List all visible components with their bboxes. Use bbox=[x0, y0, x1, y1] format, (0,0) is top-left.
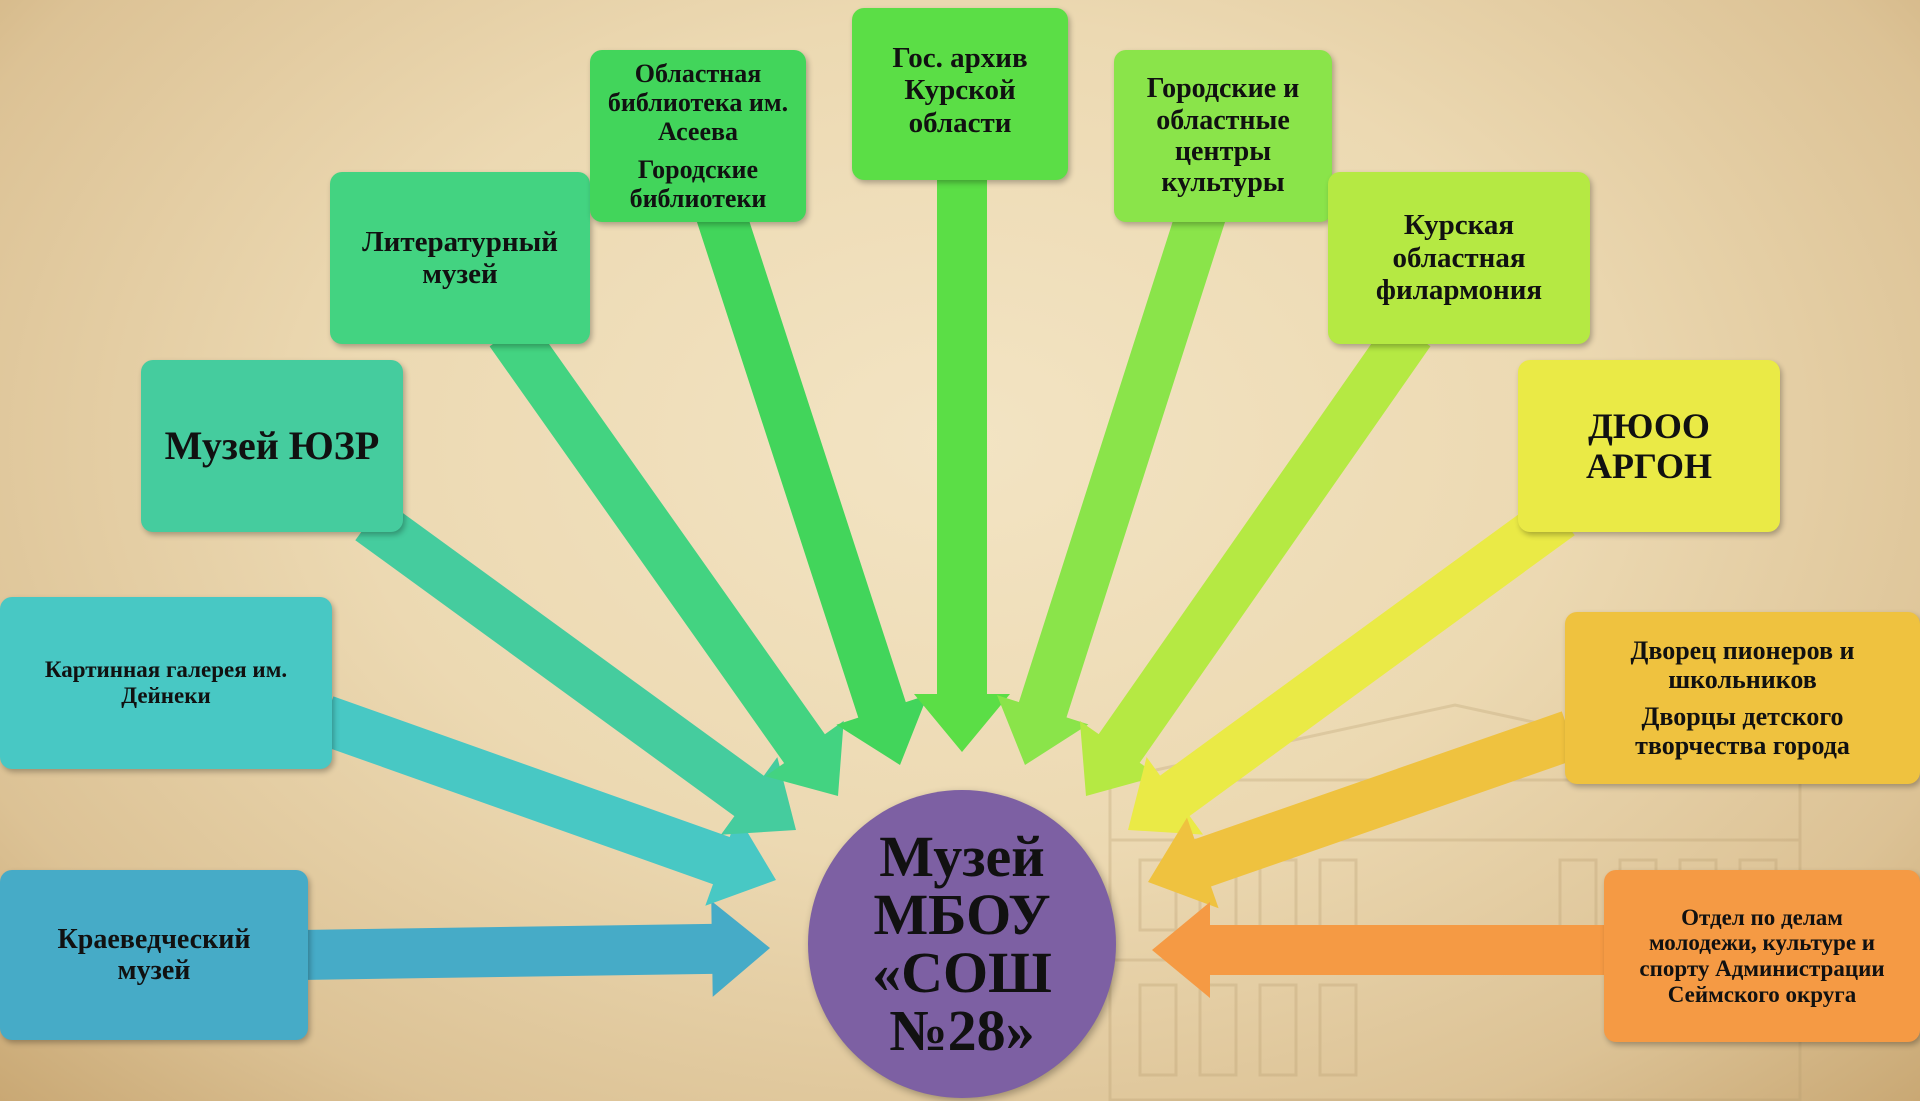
node-line: спорту Администрации bbox=[1639, 956, 1885, 981]
node-state-archive: Гос. архив Курской области bbox=[852, 8, 1068, 180]
node-line: Гос. архив bbox=[892, 42, 1028, 74]
arrow-youth bbox=[1152, 902, 1608, 998]
node-line: области bbox=[908, 106, 1012, 139]
arrow-philharmonic bbox=[1079, 317, 1431, 796]
node-line: Сеймского округа bbox=[1667, 981, 1857, 1007]
node-line: ДЮОО bbox=[1588, 405, 1710, 446]
arrow-library bbox=[696, 204, 928, 766]
node-regional-library: Областная библиотека им. Асеева Городски… bbox=[590, 50, 806, 222]
node-paragraph: Дворец пионеров и школьников bbox=[1630, 635, 1855, 694]
node-line: областная bbox=[1392, 241, 1526, 274]
node-museum-uzr: Музей ЮЗР bbox=[141, 360, 403, 532]
node-line: Дейнеки bbox=[121, 683, 211, 708]
node-paragraph: Областная библиотека им. Асеева bbox=[607, 59, 789, 147]
node-line: молодежи, культуре и bbox=[1648, 930, 1876, 956]
arrow-argon bbox=[1128, 494, 1575, 835]
arrow-palace bbox=[1148, 711, 1579, 909]
node-line: музей bbox=[117, 955, 191, 986]
node-philharmonic: Курская областная филармония bbox=[1328, 172, 1590, 344]
node-line: Городские и bbox=[1146, 73, 1300, 105]
center-museum-circle: Музей МБОУ «СОШ №28» bbox=[808, 790, 1116, 1098]
arrow-literary bbox=[489, 317, 844, 796]
arrow-uzr bbox=[355, 499, 796, 835]
node-culture-centers: Городские и областные центры культуры bbox=[1114, 50, 1332, 222]
node-line: Курская bbox=[1403, 209, 1515, 242]
node-line: Краеведческий bbox=[57, 923, 251, 955]
center-line: №28» bbox=[889, 998, 1035, 1063]
node-line: Курской bbox=[904, 74, 1016, 107]
node-youth-department: Отдел по делам молодежи, культуре и спор… bbox=[1604, 870, 1920, 1042]
node-paragraph: Городские библиотеки bbox=[629, 154, 767, 213]
node-line: филармония bbox=[1375, 274, 1543, 307]
node-line: АРГОН bbox=[1586, 446, 1712, 486]
arrow-culture bbox=[997, 204, 1226, 765]
node-pioneers-palace: Дворец пионеров и школьников Дворцы детс… bbox=[1565, 612, 1920, 784]
node-line: центры bbox=[1174, 136, 1272, 167]
node-line: Картинная галерея им. bbox=[44, 657, 288, 683]
center-line: Музей bbox=[879, 824, 1045, 889]
node-line: Литературный bbox=[362, 225, 558, 258]
arrow-kraeved bbox=[299, 900, 770, 997]
node-line: Музей ЮЗР bbox=[164, 422, 380, 468]
node-line: Отдел по делам bbox=[1681, 904, 1843, 930]
node-literary-museum: Литературный музей bbox=[330, 172, 590, 344]
node-picture-gallery: Картинная галерея им. Дейнеки bbox=[0, 597, 332, 769]
node-paragraph: Дворцы детского творчества города bbox=[1635, 702, 1850, 761]
node-line: культуры bbox=[1161, 167, 1285, 199]
center-line: МБОУ bbox=[873, 882, 1051, 947]
node-kraeved-museum: Краеведческий музей bbox=[0, 870, 308, 1040]
node-line: музей bbox=[422, 258, 498, 290]
node-line: областные bbox=[1156, 104, 1290, 136]
arrow-archive bbox=[914, 178, 1010, 752]
arrow-gallery bbox=[316, 696, 776, 906]
center-line: «СОШ bbox=[872, 940, 1052, 1005]
node-argon: ДЮОО АРГОН bbox=[1518, 360, 1780, 532]
